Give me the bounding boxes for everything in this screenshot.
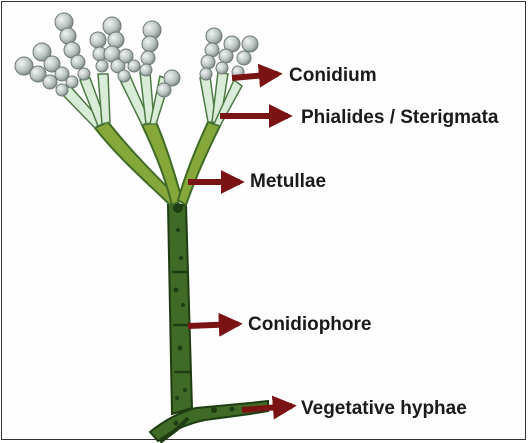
label-phialides-sterigmata: Phialides / Sterigmata	[301, 108, 498, 127]
label-vegetative-hyphae: Vegetative hyphae	[301, 399, 467, 418]
label-metullae: Metullae	[250, 172, 326, 191]
arrow-vegetative-hyphae	[242, 406, 292, 410]
label-conidium: Conidium	[289, 66, 377, 85]
conidiophore-stalk	[168, 203, 192, 414]
metullae	[95, 122, 220, 205]
arrow-conidiophore	[188, 324, 238, 326]
label-conidiophore: Conidiophore	[248, 315, 371, 334]
phialides	[60, 72, 242, 128]
pointer-arrows	[188, 74, 292, 410]
arrow-conidium	[232, 74, 278, 78]
